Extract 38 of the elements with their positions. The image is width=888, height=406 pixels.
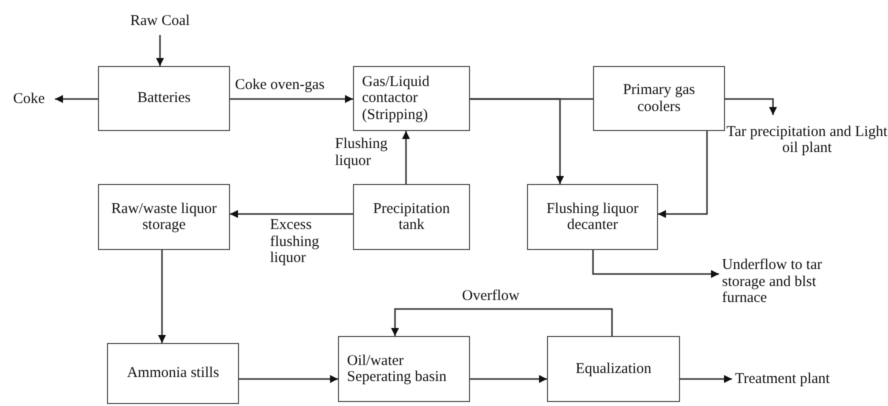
process-box [527, 184, 658, 250]
edge-label: Coke oven-gas [235, 77, 325, 94]
stream-label: Tar precipitation and Light oil plant [726, 118, 888, 162]
arrow [680, 375, 732, 383]
arrow [658, 131, 708, 218]
box-label: Raw/waste liquor storage [110, 200, 218, 234]
box-label: Batteries [137, 90, 191, 107]
arrow [725, 98, 777, 115]
box-label: Ammonia stills [126, 365, 220, 382]
process-box [547, 336, 680, 402]
arrow [592, 250, 719, 278]
box-label: Equalization [576, 360, 652, 378]
process-box [107, 343, 239, 404]
process-box [338, 336, 470, 402]
process-box [353, 66, 470, 131]
arrow [230, 210, 353, 218]
process-box [98, 66, 230, 131]
arrow [402, 131, 410, 184]
arrow [230, 95, 353, 103]
arrow [391, 308, 613, 336]
box-label: Precipitation tank [372, 200, 451, 234]
arrow [470, 98, 564, 184]
arrow [156, 35, 164, 66]
stream-label: Underflow to tar storage and blst furnace [722, 252, 862, 312]
box-label: Primary gas coolers [622, 82, 696, 115]
stream-label: Treatment plant [735, 369, 860, 389]
box-label: Oil/water Seperating basin [347, 352, 448, 386]
process-box [593, 66, 725, 131]
process-box [98, 184, 230, 250]
box-label: Flushing liquor decanter [545, 200, 640, 234]
arrow [55, 95, 98, 103]
box-label: Gas/Liquid contactor (Stripping) [362, 74, 430, 124]
stream-label: Raw Coal [120, 10, 200, 32]
stream-label: Coke [6, 89, 52, 109]
process-box [353, 184, 470, 250]
arrow [158, 250, 166, 343]
arrow [239, 375, 338, 383]
arrow [470, 375, 547, 383]
